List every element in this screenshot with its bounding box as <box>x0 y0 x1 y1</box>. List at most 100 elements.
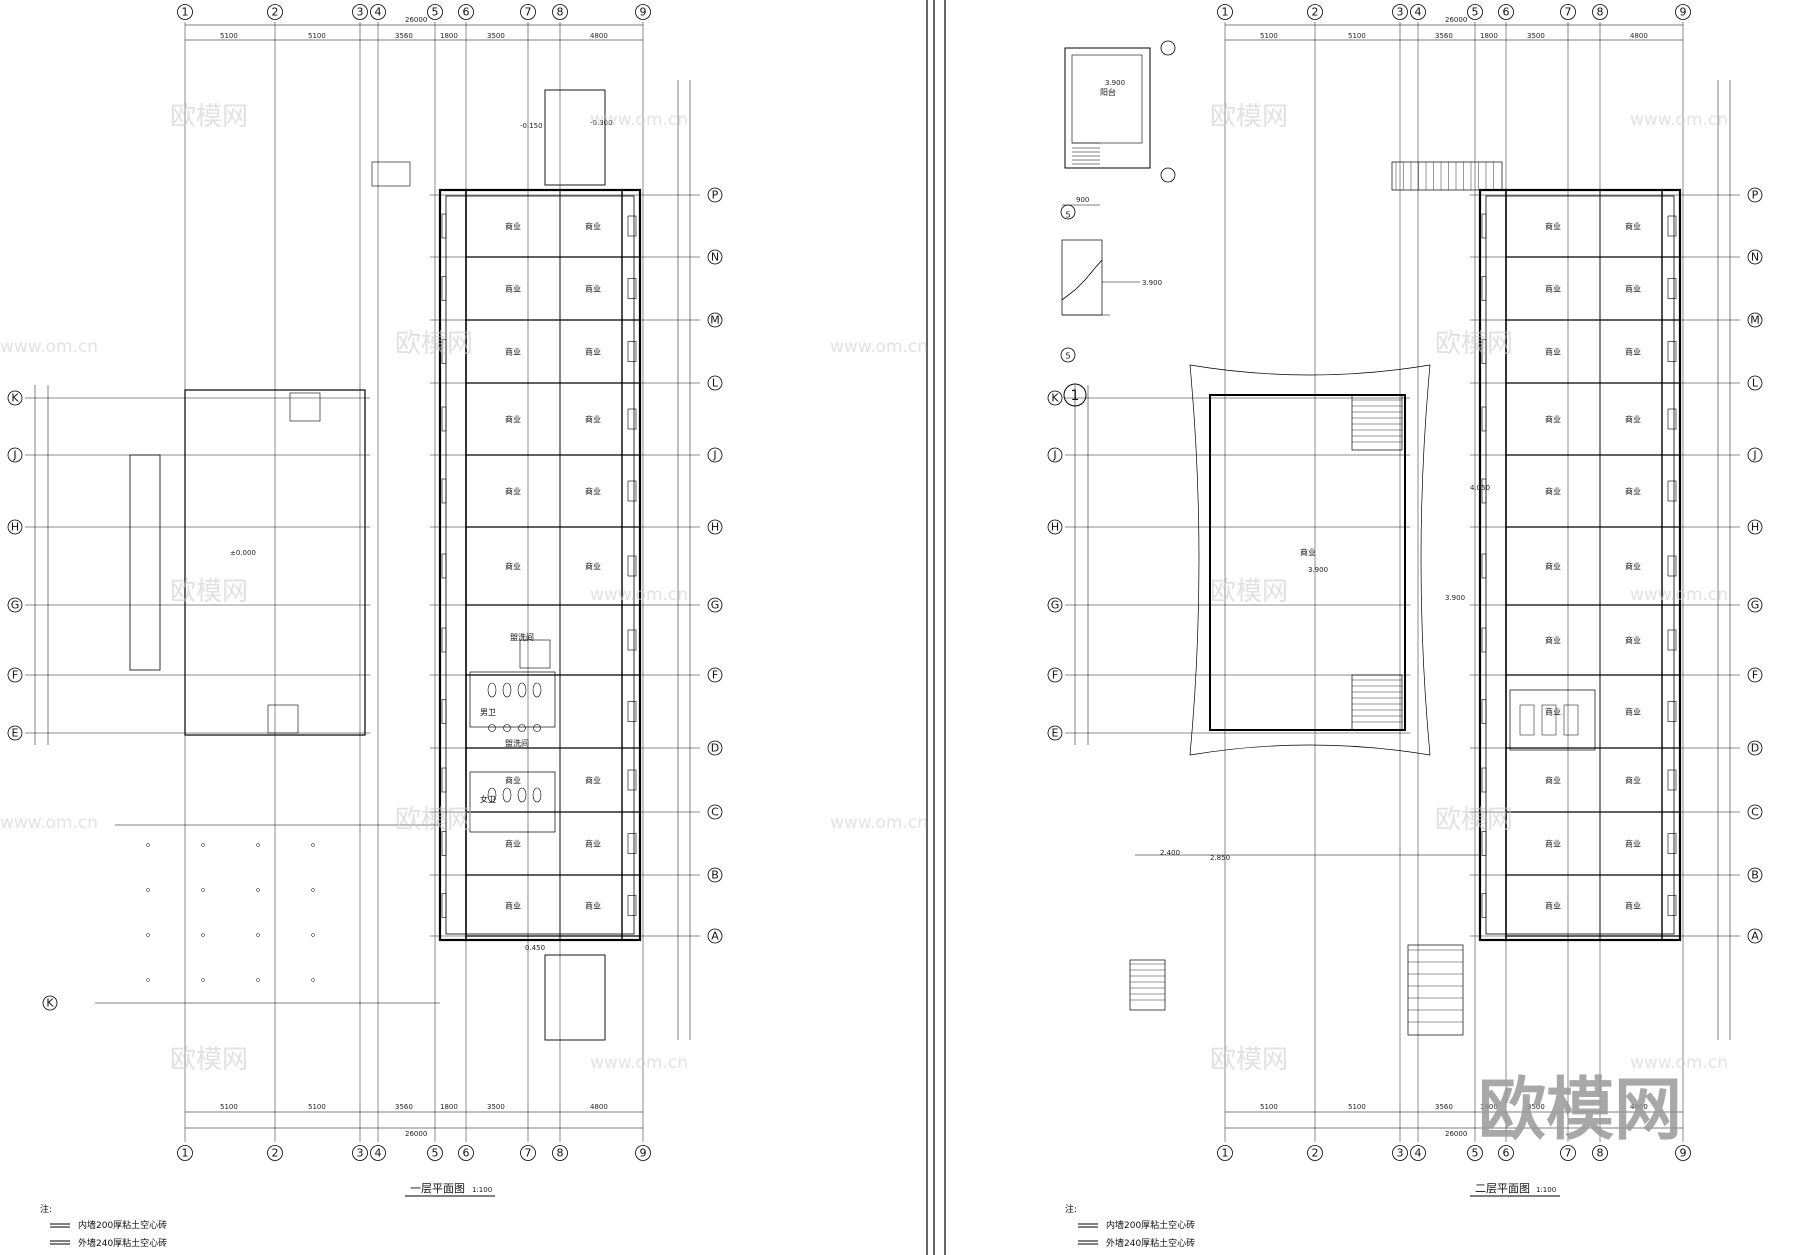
grid-bubble-top <box>458 4 474 20</box>
window-mark <box>1667 629 1677 651</box>
notes-right: 注: 内墙200厚粘土空心砖 外墙240厚粘土空心砖 <box>1065 1203 1195 1249</box>
watermark-url: www.om.cn <box>590 585 688 605</box>
room-label: 商业 <box>1625 901 1641 911</box>
window-mark <box>1667 408 1677 430</box>
grid-label-right: F <box>1752 669 1758 682</box>
note-line-2: 外墙240厚粘土空心砖 <box>78 1237 167 1249</box>
grid-label-top: 8 <box>557 6 564 19</box>
grid-label-right: N <box>711 251 719 264</box>
room-label: 商业 <box>505 839 521 849</box>
window-mark <box>627 278 637 299</box>
grid-label-bottom: 9 <box>640 1147 647 1160</box>
stair-small <box>289 392 321 422</box>
door-mark <box>441 339 447 364</box>
grid-bubble-bottom <box>1498 1145 1514 1161</box>
room-label: 商业 <box>585 561 601 571</box>
door-mark <box>1481 627 1487 653</box>
grid-label-right: L <box>1752 377 1759 390</box>
room-label: 商业 <box>1545 561 1561 571</box>
elev-d: 0.450 <box>525 944 545 952</box>
grid-bubble-top <box>370 4 386 20</box>
grid-label-left: G <box>11 599 20 612</box>
grid-bubble-left <box>1047 519 1063 535</box>
room-label: 商业 <box>505 561 521 571</box>
stair-small-2 <box>267 704 299 734</box>
wash-room-2: 盥洗间 <box>510 632 534 642</box>
yard-post <box>256 888 260 892</box>
sink <box>518 724 526 732</box>
grid-bubble-top <box>635 4 651 20</box>
room-label: 商业 <box>1625 486 1641 496</box>
toilet-block-1 <box>469 671 556 728</box>
dim-seg-bottom: 1800 <box>1480 1103 1498 1111</box>
yard-post <box>201 843 205 847</box>
room-label: 商业 <box>505 775 521 785</box>
stair-b <box>1351 674 1403 731</box>
room-label: 商业 <box>1625 284 1641 294</box>
grid-label-top: 4 <box>375 6 382 19</box>
grid-label-bottom: 6 <box>1503 1147 1510 1160</box>
stair-a <box>1351 394 1403 451</box>
section-mark: 1 <box>1071 388 1080 404</box>
room-label: 商业 <box>1625 221 1641 231</box>
toilet-fixture <box>502 682 512 698</box>
window-mark <box>1667 833 1677 854</box>
grid-label-bottom: 2 <box>1312 1147 1319 1160</box>
door-mark <box>1481 553 1487 579</box>
plan1-scale: 1:100 <box>472 1186 492 1194</box>
watermark-url: www.om.cn <box>1630 1053 1728 1073</box>
watermark-layer: 欧模网欧模网欧模网欧模网欧模网www.om.cnwww.om.cnwww.om.… <box>0 102 1728 1075</box>
grid-bubble-right <box>1747 187 1763 203</box>
grid-bubble-left <box>1047 390 1063 406</box>
grid-label-left: F <box>12 669 18 682</box>
dim-seg: 1800 <box>440 32 458 40</box>
window-mark <box>627 701 637 722</box>
grid-label-right: D <box>711 742 719 755</box>
toilet-fixture <box>487 682 497 698</box>
watermark-text: 欧模网 <box>1435 805 1513 835</box>
grid-bubble-top <box>1410 4 1426 20</box>
room-label: 商业 <box>1625 561 1641 571</box>
room-label: 商业 <box>1545 414 1561 424</box>
grid-label-top: 2 <box>272 6 279 19</box>
dim-seg: 4800 <box>590 32 608 40</box>
grid-label-top: 9 <box>1680 6 1687 19</box>
grid-bubble-right <box>1747 447 1763 463</box>
grid-bubble-top <box>1467 4 1483 20</box>
note-line-2b: 外墙240厚粘土空心砖 <box>1106 1237 1195 1249</box>
detail-dim: 900 <box>1076 196 1089 204</box>
entrance-porch <box>129 454 161 671</box>
toilet-block-2 <box>469 771 556 833</box>
grid-bubble-top <box>1392 4 1408 20</box>
yard-post <box>201 978 205 982</box>
elev-b: 2.850 <box>1210 854 1230 862</box>
grid-bubble-k <box>42 995 58 1011</box>
balcony-label: 阳台 <box>1100 87 1116 97</box>
room-label: 商业 <box>585 486 601 496</box>
note-line-1b: 内墙200厚粘土空心砖 <box>1106 1219 1195 1231</box>
grid-bubble-left <box>7 447 23 463</box>
grid-bubble-left <box>1047 667 1063 683</box>
watermark-text: 欧模网 <box>170 102 248 132</box>
grid-bubble-bottom <box>552 1145 568 1161</box>
window-mark <box>627 408 637 430</box>
grid-bubble-right <box>1747 804 1763 820</box>
door-mark <box>1481 478 1487 504</box>
toilet-cubicle <box>1519 704 1535 736</box>
room-label: 商业 <box>1545 775 1561 785</box>
door-mark <box>1481 699 1487 724</box>
room-label: 商业 <box>585 839 601 849</box>
dim-seg-bottom: 3560 <box>395 1103 413 1111</box>
grid-label-top: 4 <box>1415 6 1422 19</box>
window-mark <box>627 629 637 651</box>
door-mark <box>441 699 447 724</box>
grid-bubble-left <box>7 597 23 613</box>
room-label: 商业 <box>585 284 601 294</box>
grid-bubble-bottom <box>177 1145 193 1161</box>
ext-stair <box>1129 959 1166 1011</box>
grid-bubble-right <box>707 249 723 265</box>
watermark-url: www.om.cn <box>1630 110 1728 130</box>
grid-label-top: 3 <box>1397 6 1404 19</box>
plan2-title-text: 二层平面图 <box>1475 1182 1530 1195</box>
